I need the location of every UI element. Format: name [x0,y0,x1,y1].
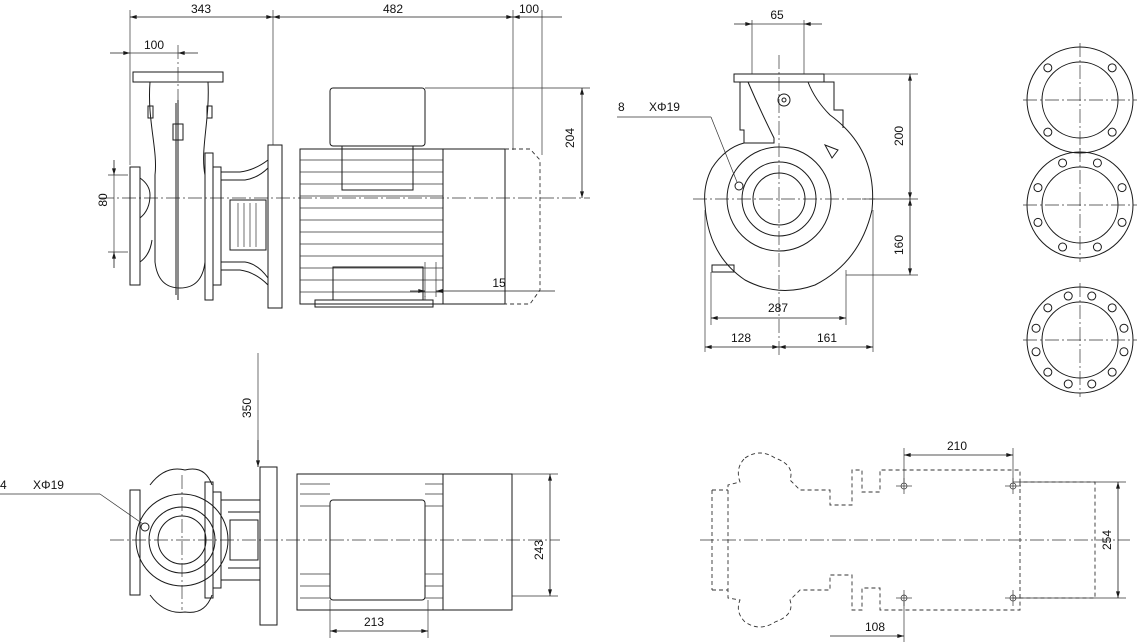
bolt-hole [1107,303,1117,313]
dim-160: 160 [892,235,906,255]
coupling-guard [229,199,267,251]
bolt-hole [1033,217,1043,227]
motor-flange [259,466,278,626]
dim-243: 243 [532,540,546,560]
bolt-hole [1043,63,1053,73]
hole-note-count: 8 [618,100,625,114]
bolt-hole [1063,379,1073,389]
bolt-hole [1031,323,1041,333]
bolt-hole [1043,127,1053,137]
discharge-flange [733,73,825,83]
dim-200: 200 [892,126,906,146]
hole-note-spec: XΦ19 [33,478,64,492]
dim-100-top: 100 [519,2,539,16]
motor-body [296,473,513,611]
bolt-hole [1092,242,1102,252]
suction-flange [129,489,141,596]
hole-note-count: 4 [0,478,7,492]
bolt-hole [1117,217,1127,227]
dim-161: 161 [817,331,837,345]
dim-100-suction: 100 [144,38,164,52]
dim-65: 65 [770,8,784,22]
bolt-hole [1119,347,1129,357]
dim-254: 254 [1100,530,1114,550]
base-plan: 210 254 108 [700,439,1130,642]
dim-343: 343 [191,2,211,16]
dim-204: 204 [563,128,577,148]
bolt-hole [1087,379,1097,389]
motor-flange [267,144,283,309]
dim-287: 287 [768,301,788,315]
terminal-box [329,499,426,601]
hole-note-spec: XΦ19 [649,100,680,114]
bolt-hole [1063,291,1073,301]
dim-350: 350 [240,398,254,418]
bolt-hole [1107,367,1117,377]
dim-15: 15 [492,276,506,290]
dim-80: 80 [96,193,110,207]
bolt-hole [1043,303,1053,313]
bolt-hole [1031,347,1041,357]
dim-108: 108 [865,620,885,634]
side-view: 343 482 100 100 80 204 15 [96,2,590,309]
foot-hole [140,522,150,532]
bolt-hole [1033,183,1043,193]
dim-482: 482 [383,2,403,16]
foot-hole [734,181,744,191]
dim-213: 213 [364,615,384,629]
end-view: 200 160 65 287 128 161 8 XΦ19 [617,8,918,355]
bolt-hole [1043,367,1053,377]
top-view: 350 243 213 4 XΦ19 [0,353,560,638]
bolt-hole [1058,158,1068,168]
bolt-hole [1107,63,1117,73]
bolt-hole [1058,242,1068,252]
bolt-hole [1107,127,1117,137]
bolt-hole [1117,183,1127,193]
terminal-box [329,87,426,147]
flange-patterns [1023,43,1137,397]
bolt-hole [1119,323,1129,333]
bolt-hole [1087,291,1097,301]
dim-128: 128 [731,331,751,345]
suction-flange [129,166,141,286]
bolt-hole [1092,158,1102,168]
dim-210: 210 [947,439,967,453]
fan-cover [442,148,506,305]
